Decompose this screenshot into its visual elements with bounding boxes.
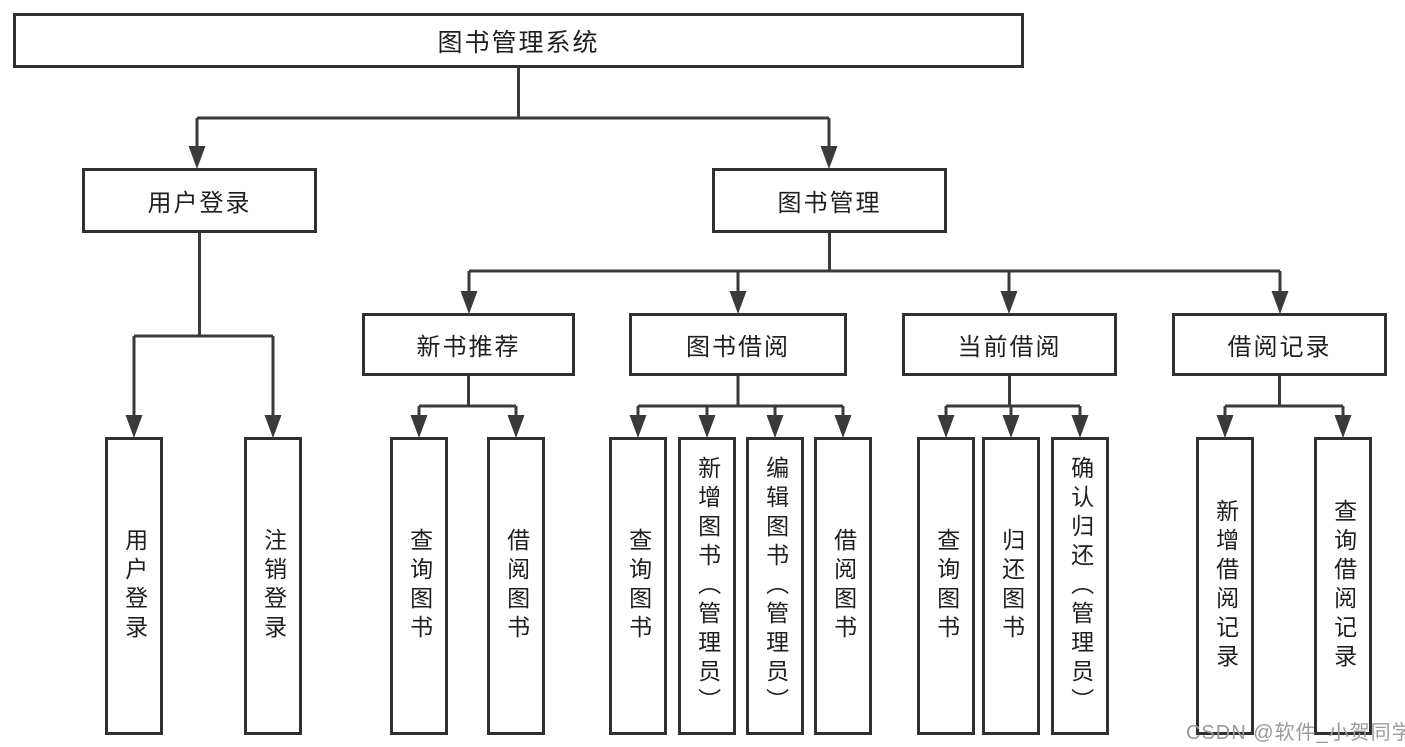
connector-user-login-to-leaves: [125, 233, 282, 438]
connector-root-to-level2: [188, 68, 838, 169]
node-book-borrowing-label: 图书借阅: [686, 334, 790, 361]
leaf-borrow-books-label: 借阅图书: [830, 528, 857, 644]
leaf-query-books-rec-label: 查询图书: [406, 528, 433, 644]
node-new-book-recommend: 新书推荐: [362, 313, 575, 376]
leaf-query-books-borrow-label: 查询图书: [625, 528, 652, 644]
node-user-login: 用户登录: [82, 168, 317, 233]
node-new-book-recommend-label: 新书推荐: [416, 334, 521, 361]
leaf-query-borrow-record-label: 查询借阅记录: [1330, 499, 1357, 673]
connector-book-borrow-to-leaves: [629, 376, 852, 438]
leaf-query-borrow-record: 查询借阅记录: [1314, 437, 1372, 735]
node-borrow-records-label: 借阅记录: [1227, 334, 1332, 361]
leaf-query-books-current: 查询图书: [917, 437, 975, 735]
node-library-system-label: 图书管理系统: [437, 28, 600, 57]
leaf-return-books-label: 归还图书: [998, 528, 1025, 644]
node-user-login-label: 用户登录: [147, 190, 252, 217]
connector-book-mgmt-to-level3: [460, 233, 1289, 314]
leaf-return-books: 归还图书: [982, 437, 1040, 735]
node-book-management-label: 图书管理: [777, 190, 882, 217]
leaf-edit-books-admin: 编辑图书（管理员）: [746, 437, 804, 735]
leaf-query-books-rec: 查询图书: [390, 437, 448, 735]
leaf-logout-login: 注销登录: [244, 437, 302, 735]
leaf-query-books-borrow: 查询图书: [609, 437, 667, 735]
leaf-user-login-label: 用户登录: [121, 528, 148, 644]
leaf-add-borrow-record-label: 新增借阅记录: [1212, 499, 1239, 673]
csdn-watermark: CSDN @软件_小贺同学: [1186, 722, 1405, 744]
node-current-borrowing-label: 当前借阅: [957, 334, 1062, 361]
connector-new-book-rec-to-leaves: [410, 376, 525, 438]
node-library-system: 图书管理系统: [13, 13, 1024, 68]
leaf-add-borrow-record: 新增借阅记录: [1196, 437, 1254, 735]
node-borrow-records: 借阅记录: [1172, 313, 1387, 376]
leaf-borrow-books: 借阅图书: [814, 437, 872, 735]
leaf-logout-login-label: 注销登录: [260, 528, 287, 644]
node-book-borrowing: 图书借阅: [629, 313, 847, 376]
leaf-add-books-admin-label: 新增图书（管理员）: [694, 455, 721, 717]
connector-current-borrow-to-leaves: [937, 376, 1089, 438]
leaf-confirm-return-admin: 确认归还（管理员）: [1051, 437, 1109, 735]
leaf-confirm-return-admin-label: 确认归还（管理员）: [1067, 455, 1094, 717]
connector-borrow-records-to-leaves: [1216, 376, 1352, 438]
leaf-edit-books-admin-label: 编辑图书（管理员）: [762, 455, 789, 717]
leaf-borrow-books-rec: 借阅图书: [487, 437, 545, 735]
node-book-management: 图书管理: [712, 168, 947, 233]
leaf-add-books-admin: 新增图书（管理员）: [678, 437, 736, 735]
leaf-borrow-books-rec-label: 借阅图书: [503, 528, 530, 644]
node-current-borrowing: 当前借阅: [902, 313, 1117, 376]
leaf-user-login: 用户登录: [105, 437, 163, 735]
leaf-query-books-current-label: 查询图书: [933, 528, 960, 644]
